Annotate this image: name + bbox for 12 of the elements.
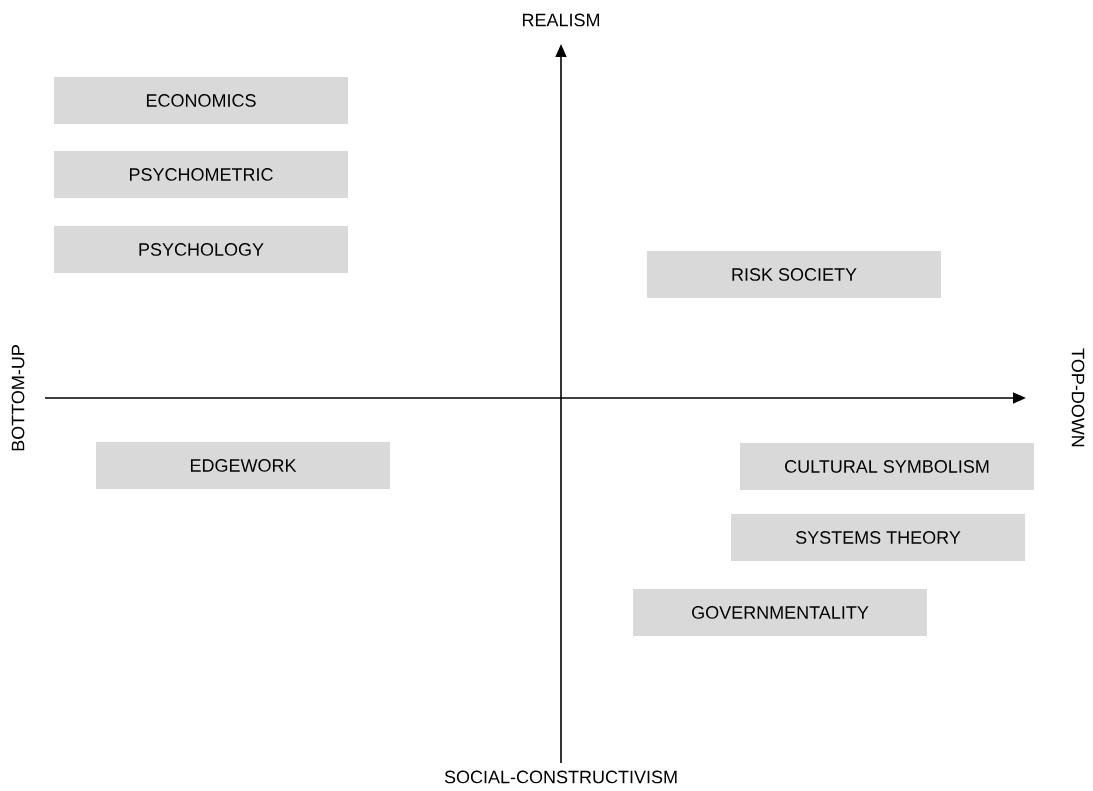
axis-label: BOTTOM-UP [11, 345, 25, 451]
category-box: SYSTEMS THEORY [731, 514, 1025, 561]
category-box: CULTURAL SYMBOLISM [740, 443, 1034, 490]
category-box: RISK SOCIETY [647, 251, 941, 298]
category-box: PSYCHOMETRIC [54, 151, 348, 198]
category-box: ECONOMICS [54, 77, 348, 124]
category-box: GOVERNMENTALITY [633, 589, 927, 636]
category-box: PSYCHOLOGY [54, 226, 348, 273]
axis-label: REALISM [522, 13, 600, 27]
category-box: EDGEWORK [96, 442, 390, 489]
axis-label: SOCIAL-CONSTRUCTIVISM [444, 770, 677, 784]
axis-label: TOP-DOWN [1071, 348, 1085, 447]
